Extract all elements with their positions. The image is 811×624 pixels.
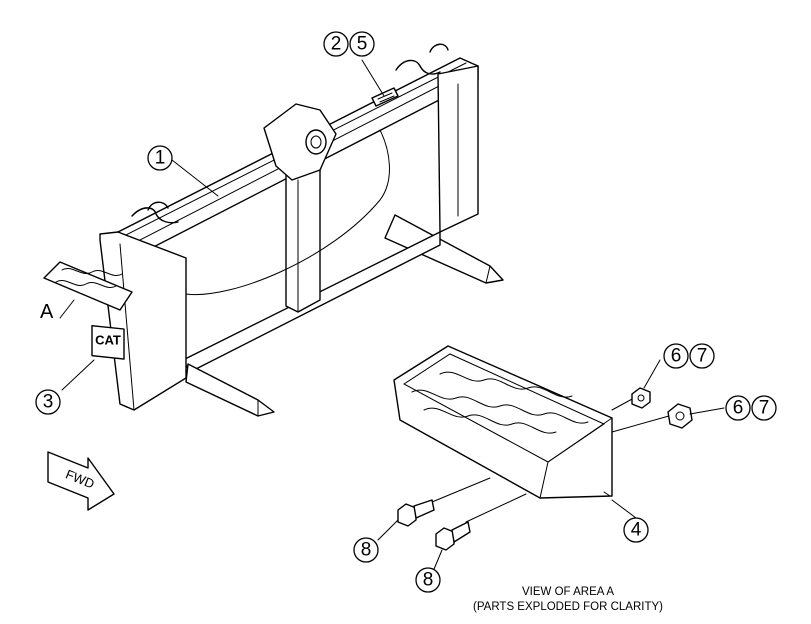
callout-3-text: 3 — [43, 392, 54, 413]
area-a-label: A — [40, 301, 54, 323]
callout-7a-text: 7 — [697, 346, 708, 367]
callout-1-text: 1 — [155, 148, 166, 169]
callout-2-text: 2 — [331, 34, 342, 55]
callout-7b-text: 7 — [759, 398, 770, 419]
caption-line-1: VIEW OF AREA A — [522, 586, 614, 598]
exploded-step-detail — [393, 345, 693, 551]
callout-5: 5 — [349, 31, 375, 57]
callout-6b-text: 6 — [733, 398, 744, 419]
callout-7a: 7 — [689, 343, 715, 369]
callout-5-text: 5 — [357, 34, 368, 55]
callout-6a: 6 — [663, 343, 689, 369]
caption-line-2: (PARTS EXPLODED FOR CLARITY) — [473, 601, 663, 613]
callout-1: 1 — [147, 145, 173, 171]
callout-8a-text: 8 — [361, 540, 372, 561]
callout-3: 3 — [35, 389, 61, 415]
callout-leaders — [59, 59, 725, 575]
callout-7b: 7 — [751, 395, 777, 421]
callout-4-text: 4 — [631, 520, 642, 541]
callout-8a: 8 — [353, 537, 379, 563]
callout-4: 4 — [623, 517, 649, 543]
forward-arrow: FWD — [47, 451, 115, 511]
callout-8b-text: 8 — [423, 570, 434, 591]
cat-logo-text: CAT — [95, 333, 121, 348]
callout-8b: 8 — [415, 567, 441, 593]
callout-6b: 6 — [725, 395, 751, 421]
callout-2: 2 — [323, 31, 349, 57]
pallet-fork-frame: CAT — [43, 43, 504, 417]
callout-6a-text: 6 — [671, 346, 682, 367]
